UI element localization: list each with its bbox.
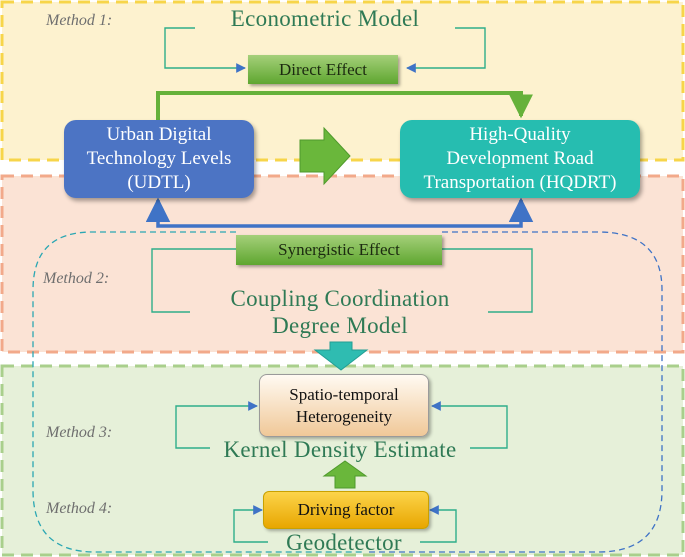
coupling-bracket-right [442, 248, 533, 313]
synergy-line [145, 197, 534, 228]
method-1-label: Method 1: [46, 12, 113, 29]
udtl-line-2: Technology Levels [86, 148, 232, 169]
hqdrt-line-1: High-Quality [469, 124, 571, 145]
coupling-title-line2: Degree Model [272, 313, 408, 338]
direct-path-arrow [156, 91, 533, 123]
method-4-label: Method 4: [46, 500, 113, 517]
direct-effect-label: Direct Effect [279, 59, 367, 79]
driving-factor-label: Driving factor [297, 500, 395, 519]
dashed-left-loop [32, 231, 365, 553]
coupling-bracket-left [151, 248, 236, 313]
driving-factor-box: Driving factor [263, 491, 429, 529]
driving-up-arrow [322, 460, 368, 489]
kde-bracket-right [431, 401, 508, 449]
method-3-label: Method 3: [46, 424, 113, 441]
hqdrt-line-2: Development Road [446, 148, 594, 169]
econometric-model-title: Econometric Model [230, 6, 420, 31]
hqdrt-line-3: Transportation (HQDRT) [423, 172, 617, 193]
dashed-right-loop [365, 231, 663, 553]
direct-effect-box: Direct Effect [248, 55, 398, 84]
hqdrt-box: High-Quality Development Road Transporta… [400, 120, 640, 198]
geo-bracket-left [233, 505, 268, 543]
udtl-line-3: (UDTL) [127, 172, 191, 193]
kde-title: Kernel Density Estimate [223, 437, 457, 462]
econ-bracket-right [406, 27, 486, 73]
econ-bracket-left [164, 27, 246, 73]
spatio-temporal-box: Spatio-temporal Heterogeneity [259, 374, 429, 437]
spatio-line-2: Heterogeneity [295, 406, 393, 426]
coupling-title-line1: Coupling Coordination [230, 286, 450, 311]
main-effect-arrow [299, 126, 351, 186]
synergistic-effect-label: Synergistic Effect [278, 240, 400, 259]
transition-down-arrow [313, 341, 369, 371]
synergistic-effect-box: Synergistic Effect [236, 235, 442, 265]
udtl-box: Urban Digital Technology Levels (UDTL) [64, 120, 254, 198]
kde-bracket-left [175, 401, 258, 449]
geo-bracket-right [420, 505, 457, 543]
geodetector-title: Geodetector [286, 530, 402, 555]
spatio-line-1: Spatio-temporal [289, 384, 399, 404]
method-2-label: Method 2: [43, 270, 110, 287]
udtl-line-1: Urban Digital [106, 124, 212, 145]
